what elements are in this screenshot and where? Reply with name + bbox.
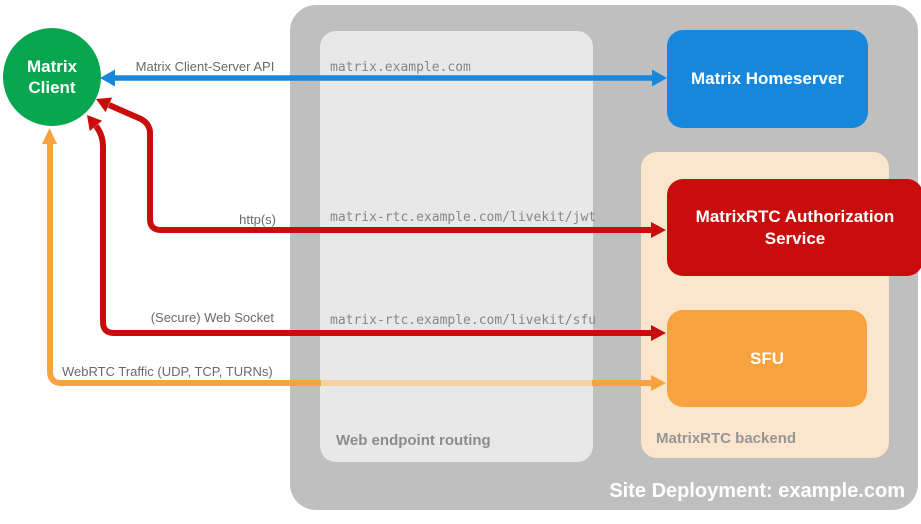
matrix-homeserver-label: Matrix Homeserver: [690, 69, 845, 89]
site-deployment-label: Site Deployment: example.com: [609, 480, 905, 502]
matrixrtc-auth-service-label: MatrixRTC Authorization Service: [695, 207, 895, 248]
web-endpoint-routing-container: [320, 31, 593, 462]
webrtc-traffic-arrow-label: WebRTC Traffic (UDP, TCP, TURNs): [62, 364, 273, 379]
matrixrtc-auth-service-node: MatrixRTC Authorization Service: [667, 179, 921, 276]
matrix-client-label: Matrix Client: [26, 56, 78, 97]
sfu-label: SFU: [750, 348, 784, 368]
matrixrtc-backend-label: MatrixRTC backend: [656, 430, 797, 447]
web-socket-arrow-label: (Secure) Web Socket: [150, 310, 274, 325]
https-arrow-label: http(s): [239, 212, 276, 227]
sfu-node: SFU: [667, 310, 867, 407]
endpoint-matrix-example-com: matrix.example.com: [330, 60, 471, 75]
matrix-homeserver-node: Matrix Homeserver: [667, 30, 868, 128]
matrix-client-node: Matrix Client: [3, 28, 101, 126]
endpoint-livekit-jwt: matrix-rtc.example.com/livekit/jwt: [330, 210, 597, 225]
web-endpoint-routing-label: Web endpoint routing: [336, 432, 491, 449]
endpoint-livekit-sfu: matrix-rtc.example.com/livekit/sfu: [330, 313, 597, 328]
client-server-api-arrow-label: Matrix Client-Server API: [135, 59, 275, 74]
